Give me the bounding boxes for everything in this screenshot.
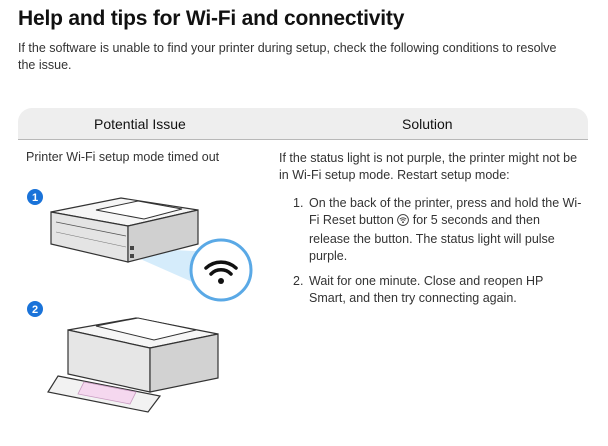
step-text-start: On the back of the printer, press and ho… (309, 196, 582, 227)
wifi-icon (204, 260, 238, 284)
paper-sheet (77, 381, 137, 405)
step-badge-1 (27, 189, 43, 205)
printer-scanner-lid (95, 317, 197, 341)
step-badge-1-label: 1 (32, 192, 38, 204)
solution-step: 1. On the back of the printer, press and… (293, 195, 583, 265)
solution-step: 2. Wait for one minute. Close and reopen… (293, 273, 583, 307)
page-title: Help and tips for Wi-Fi and connectivity (18, 7, 405, 30)
printer-figure-1: 1 (26, 188, 276, 306)
printer-side (127, 209, 199, 263)
printer-side (149, 333, 219, 393)
printer-scanner-lid (95, 200, 183, 220)
table-header: Potential Issue Solution (18, 108, 588, 140)
step-number: 1. (293, 196, 304, 210)
step-text-end: for 5 seconds and then release the butto… (309, 213, 555, 263)
step-number: 2. (293, 274, 304, 288)
solution-intro: If the status light is not purple, the p… (279, 151, 578, 182)
column-header-potential-issue: Potential Issue (94, 116, 186, 132)
solution-steps: 1. On the back of the printer, press and… (293, 195, 583, 315)
step-badge-2 (27, 301, 43, 317)
column-header-solution: Solution (402, 116, 453, 132)
printer-figure-2: 2 (26, 300, 226, 430)
step-badge-2-label: 2 (32, 304, 38, 316)
issue-cell: Printer Wi-Fi setup mode timed out (26, 150, 220, 164)
wifi-reset-icon (397, 214, 410, 231)
printer-port (130, 246, 134, 250)
step-body: On the back of the printer, press and ho… (309, 195, 583, 265)
printer-port (130, 254, 134, 258)
intro-text: If the software is unable to find your p… (18, 41, 557, 72)
step-text: Wait for one minute. Close and reopen HP… (309, 274, 544, 305)
